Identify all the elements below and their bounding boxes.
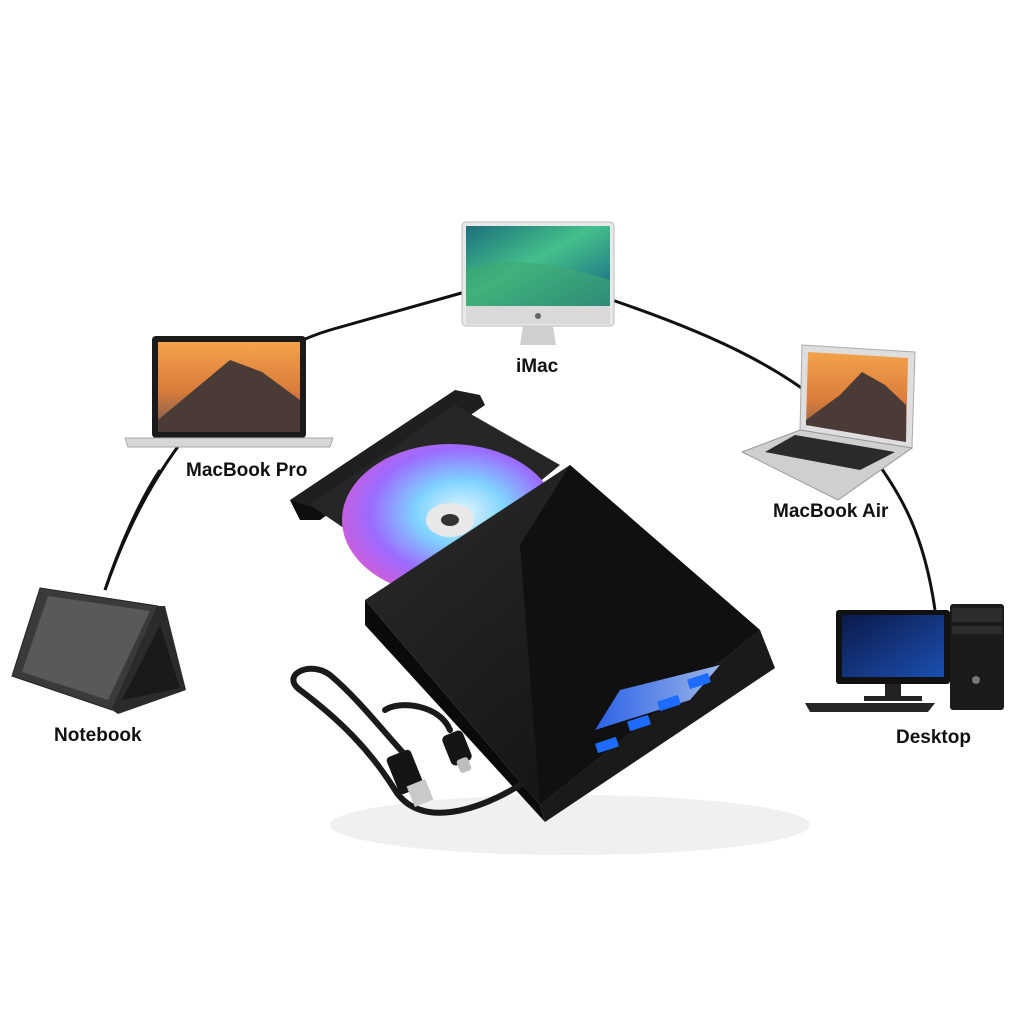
macbook-pro-icon	[124, 336, 334, 448]
device-label-imac: iMac	[516, 356, 559, 377]
usb-ports	[595, 673, 711, 753]
external-dvd-drive	[290, 390, 775, 822]
usb-cable	[290, 665, 523, 816]
notebook-icon	[11, 587, 186, 714]
device-label-notebook: Notebook	[54, 725, 142, 746]
device-label-macbook-air: MacBook Air	[773, 501, 889, 522]
connector-arc-left	[103, 469, 162, 591]
device-label-macbook-pro: MacBook Pro	[186, 460, 308, 481]
desktop-pc-icon	[805, 604, 1004, 712]
macbook-air-icon	[740, 344, 916, 501]
imac-icon	[461, 221, 615, 345]
device-label-desktop: Desktop	[896, 727, 971, 748]
